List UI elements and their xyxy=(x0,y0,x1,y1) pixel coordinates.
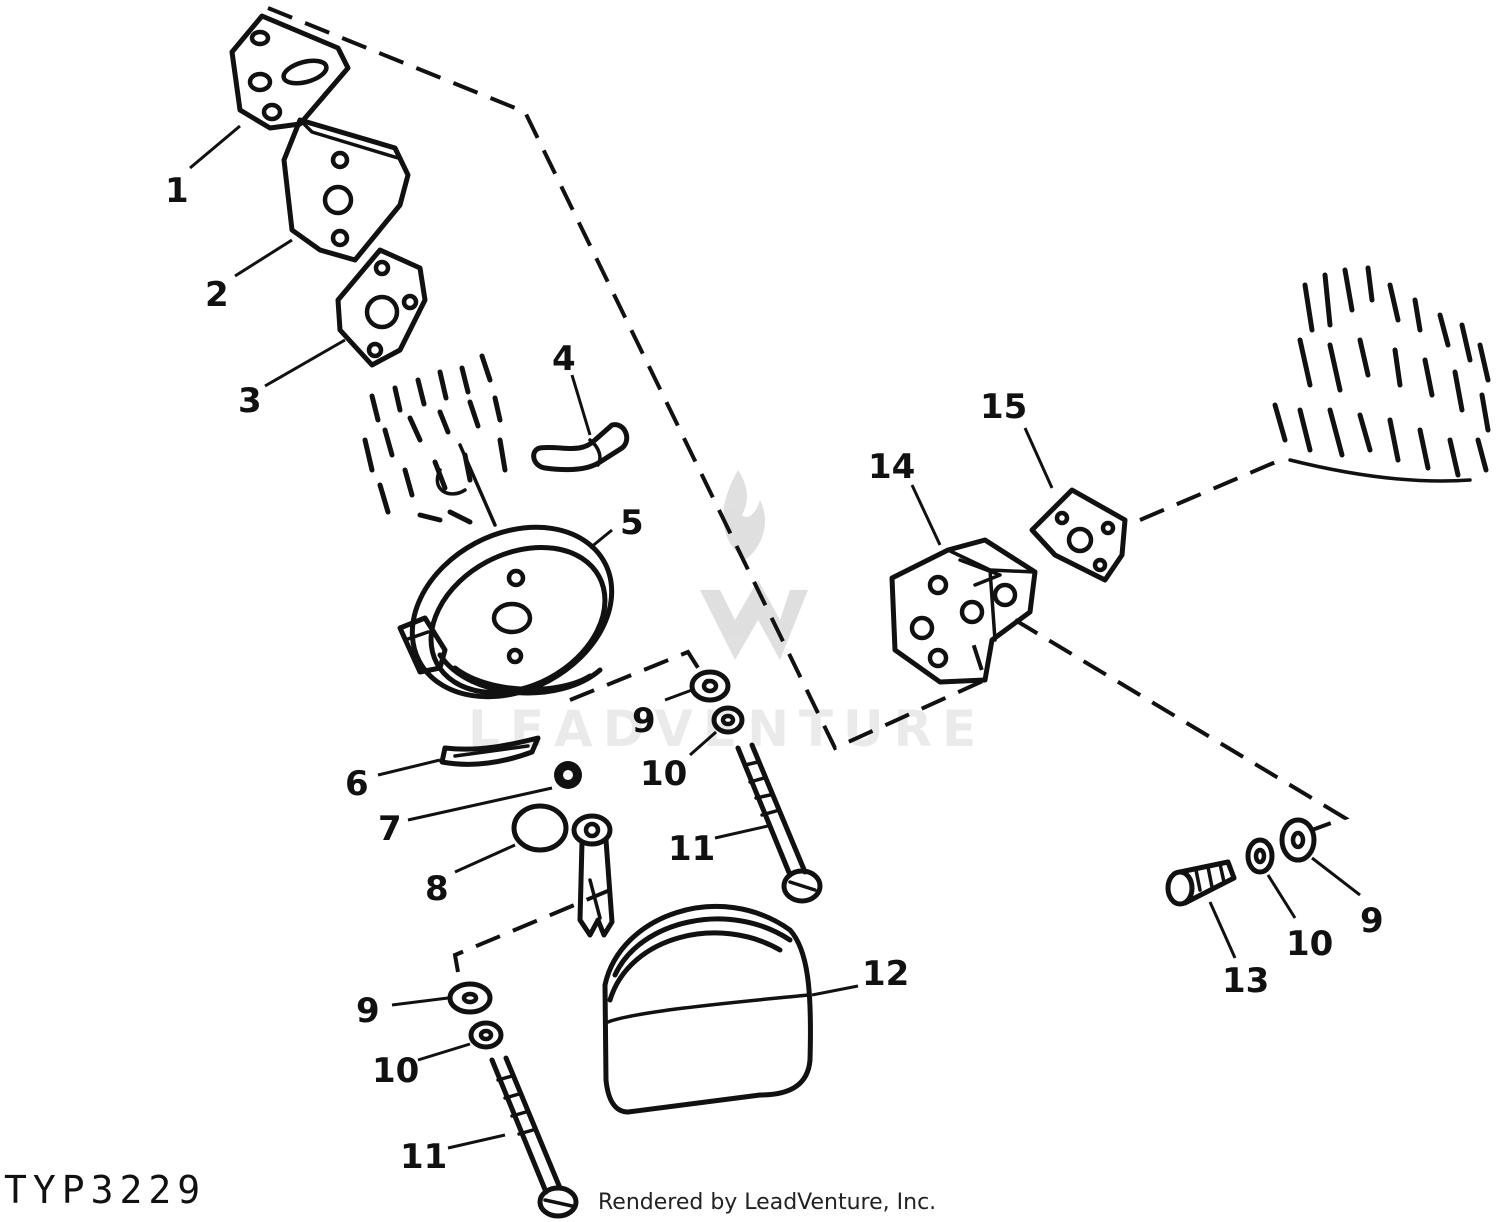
part-1-gasket xyxy=(229,13,351,131)
callout-9-right: 9 xyxy=(1360,901,1384,941)
callout-7: 7 xyxy=(378,809,402,849)
part-3-gasket xyxy=(335,247,428,368)
callout-11-lower: 11 xyxy=(400,1137,447,1177)
callout-11-upper: 11 xyxy=(668,829,715,869)
part-14-bracket xyxy=(889,537,1038,685)
callout-5: 5 xyxy=(620,503,644,543)
callout-14: 14 xyxy=(868,447,915,487)
carburetor-sketch xyxy=(362,353,508,527)
lockwasher-10-upper xyxy=(711,705,745,735)
callout-12: 12 xyxy=(862,954,909,994)
part-2-spacer xyxy=(281,117,411,263)
assembly-line-bolt-right xyxy=(1013,618,1350,832)
callout-2: 2 xyxy=(205,275,229,315)
callout-10-lower: 10 xyxy=(372,1051,419,1091)
washer-9-lower xyxy=(447,981,493,1015)
lockwasher-10-right xyxy=(1245,837,1275,875)
watermark-logo xyxy=(700,470,808,660)
bolt-11-lower xyxy=(489,1055,579,1219)
assembly-line-stator xyxy=(1139,456,1286,522)
assembly-line-washer-bottom xyxy=(452,883,623,973)
callout-10-right: 10 xyxy=(1286,924,1333,964)
callout-4: 4 xyxy=(552,339,576,379)
drawing-code: TYP3229 xyxy=(4,1168,207,1212)
callout-15: 15 xyxy=(980,387,1027,427)
assembly-line-main xyxy=(267,6,988,751)
callout-1: 1 xyxy=(165,171,189,211)
part-5-bowl xyxy=(397,524,615,700)
callout-9-lower: 9 xyxy=(356,991,380,1031)
bolt-13 xyxy=(1165,859,1237,907)
engine-housing-sketch xyxy=(1272,265,1491,483)
callout-13: 13 xyxy=(1222,961,1269,1001)
bolt-11-upper xyxy=(735,742,823,904)
part-7-nut xyxy=(554,761,582,789)
part-4-hose xyxy=(531,422,630,473)
callout-10-upper: 10 xyxy=(640,754,687,794)
callout-9-upper: 9 xyxy=(632,701,656,741)
part-8-float xyxy=(511,803,615,938)
callout-labels: 1 2 3 4 5 6 7 8 9 10 11 12 9 10 11 14 15… xyxy=(165,171,1384,1177)
callout-3: 3 xyxy=(238,381,262,421)
watermark-text: LEADVENTURE xyxy=(468,700,987,758)
part-12-cover xyxy=(602,904,813,1115)
washer-9-right xyxy=(1279,817,1317,863)
washer-9-upper xyxy=(689,669,731,703)
part-15-gasket xyxy=(1029,487,1128,583)
lockwasher-10-lower xyxy=(468,1020,504,1050)
assembly-line-washer-top xyxy=(569,649,714,702)
callout-6: 6 xyxy=(345,764,369,804)
part-6-gasket-strip xyxy=(439,735,541,767)
leader-lines xyxy=(189,124,1361,1150)
render-credit: Rendered by LeadVenture, Inc. xyxy=(598,1190,937,1215)
callout-8: 8 xyxy=(425,869,449,909)
